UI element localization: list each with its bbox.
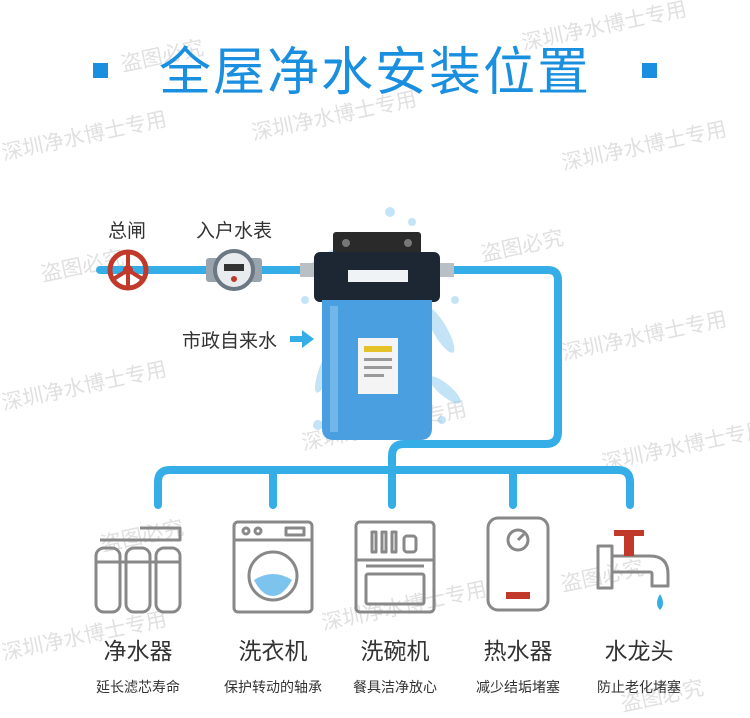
appliance-desc-purifier: 延长滤芯寿命 [96, 680, 180, 696]
title-bullet-right [642, 63, 657, 78]
appliance-desc-dishwasher: 餐具洁净放心 [353, 680, 437, 696]
whole-house-filter-icon [300, 232, 454, 440]
appliance-desc-heater: 减少结垢堵塞 [476, 680, 560, 696]
main-valve-icon [107, 249, 149, 291]
page-title: 全屋净水安装位置 [158, 43, 591, 103]
appliance-desc-washer: 保护转动的轴承 [224, 680, 322, 696]
distribution-pipe [154, 466, 634, 509]
main-valve-label: 总闸 [108, 220, 147, 242]
water-meter-label: 入户水表 [196, 220, 273, 242]
appliance-name-dishwasher: 洗碗机 [360, 639, 430, 665]
inflow-arrow-icon [290, 330, 314, 348]
appliance-name-purifier: 净水器 [103, 639, 173, 665]
water-heater-icon [486, 516, 550, 612]
appliance-name-washer: 洗衣机 [238, 639, 308, 665]
appliance-name-faucet: 水龙头 [604, 639, 674, 665]
main-pipe [96, 266, 562, 509]
city-water-label: 市政自来水 [182, 330, 278, 352]
dishwasher-icon [354, 520, 436, 614]
pipe-network [96, 266, 634, 509]
water-meter-icon [206, 249, 262, 291]
appliance-desc-faucet: 防止老化堵塞 [597, 680, 681, 696]
faucet-icon [596, 530, 670, 610]
washing-machine-icon [232, 520, 314, 614]
title-bullet-left [93, 63, 108, 78]
water-purifier-icon [94, 526, 182, 614]
appliance-name-heater: 热水器 [483, 639, 553, 665]
